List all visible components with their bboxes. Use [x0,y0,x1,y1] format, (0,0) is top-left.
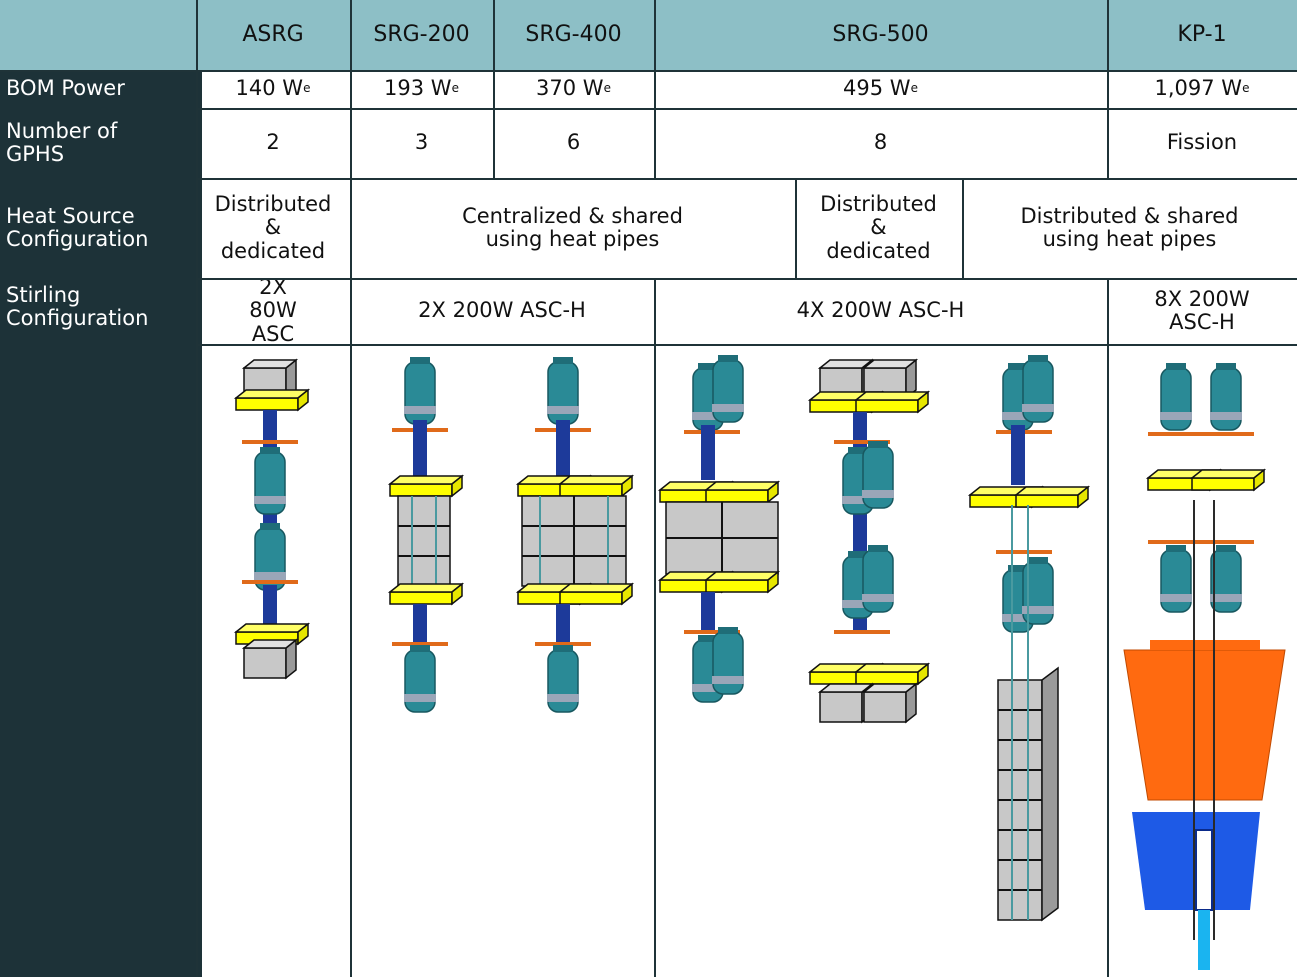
heat-asrg: Distributed & dedicated [214,192,332,263]
grid-h-5 [196,344,1297,346]
label-number-of-gphs: Number of GPHS [0,108,160,178]
stirling-kp-1: 8X 200W ASC-H [1154,286,1250,334]
grid-h-1 [0,70,1297,72]
grid-v-6 [962,178,964,278]
grid-v-4 [654,0,656,178]
srg-400-illustration [517,356,633,713]
header-srg-200: SRG-200 [350,0,493,70]
gphs-asrg: 2 [266,130,280,155]
gphs-srg-500: 8 [873,130,888,155]
srg-500-b-illustration [809,359,929,723]
header-srg-400: SRG-400 [493,0,654,70]
header-asrg: ASRG [196,0,350,70]
grid-h-2 [196,108,1297,110]
grid-v-7b [1107,278,1109,977]
gphs-srg-200: 3 [414,130,429,155]
stirling-asrg: 2X 80W ASC [249,275,297,346]
header-blank-cell [0,0,196,70]
grid-v-2 [350,0,352,977]
grid-v-7 [1107,0,1109,178]
stirling-srg-200-400: 2X 200W ASC-H [418,298,586,323]
asrg-illustration [235,359,309,679]
grid-v-1 [196,0,198,977]
heat-srg-500b: Distributed & dedicated [820,192,937,263]
srg-500-c-illustration [969,354,1089,922]
grid-h-3 [196,178,1297,180]
stirling-srg-500: 4X 200W ASC-H [796,298,965,323]
header-kp-1: KP-1 [1107,0,1297,70]
gphs-kp-1: Fission [1166,130,1238,155]
heat-srg-200-400-500a: Centralized & shared using heat pipes [462,203,683,251]
label-bom-power: BOM Power [0,70,196,108]
grid-v-5 [795,178,797,278]
heat-srg-500c-kp-1: Distributed & shared using heat pipes [1020,203,1239,251]
header-srg-500: SRG-500 [654,0,1107,70]
label-heat-source-configuration: Heat Source Configuration [0,178,196,278]
srg-200-illustration [389,356,463,713]
grid-v-4b [654,278,656,977]
grid-v-3 [493,0,495,178]
gphs-srg-400: 6 [566,130,581,155]
kp-1-illustration [1123,362,1286,970]
grid-h-4 [196,278,1297,280]
srg-500-a-illustration [659,354,779,703]
label-stirling-configuration: Stirling Configuration [0,278,196,344]
